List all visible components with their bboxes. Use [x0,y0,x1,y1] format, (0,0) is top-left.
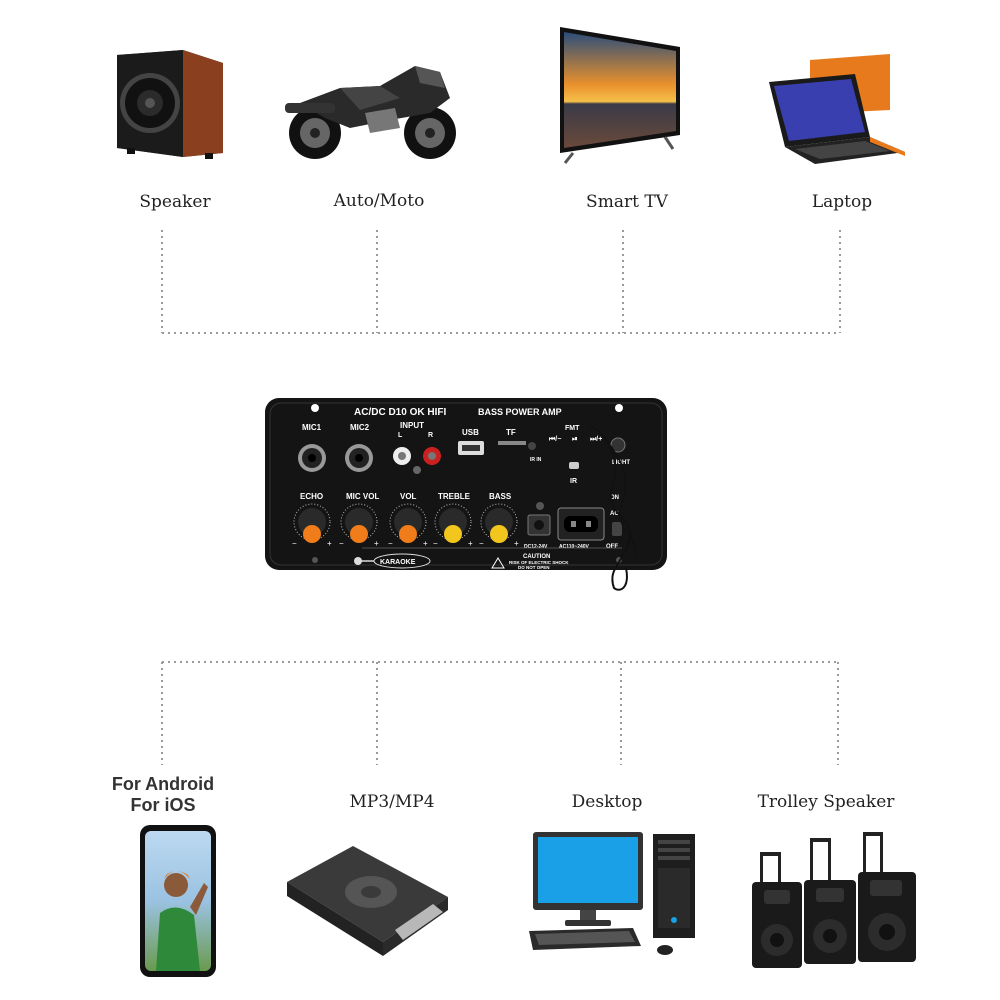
knob-label-echo: ECHO [300,492,323,501]
tf-label: TF [506,428,516,437]
knob-minus-mark: − [339,539,344,548]
desktop-computer-icon [529,832,695,955]
auto-moto-label: Auto/Moto [333,191,425,211]
speaker-icon [117,50,223,159]
knob-plus-mark: + [423,539,428,548]
knob-plus-mark: + [468,539,473,548]
trolley-speaker-icon [752,832,916,968]
knob-plus-mark: + [327,539,332,548]
knob-label-mic-vol: MIC VOL [346,492,379,501]
knob-group: −+−+−+−+−+ [292,503,519,548]
amp-title-left: AC/DC D10 OK HIFI [354,407,446,418]
dc-label: DC12-24V [524,544,548,550]
laptop-label: Laptop [811,192,873,212]
tv-icon [560,27,680,164]
usb-label: USB [462,428,479,437]
android-ios-label: For Android For iOS [112,774,214,816]
mp3-player-icon [287,846,448,956]
caution-label: CAUTION [523,554,550,560]
karaoke-badge [373,553,431,569]
ac-label: AC110~240V [559,544,590,550]
ios-label: For iOS [130,795,196,815]
tf-slot [498,441,526,445]
input-label: INPUT [400,421,424,430]
android-label: For Android [111,774,215,794]
motorcycle-icon [285,66,456,159]
knob-mic-vol[interactable]: −+ [339,503,379,548]
svg-text:⏯: ⏯ [572,436,578,443]
knob-echo[interactable]: −+ [292,503,332,548]
off-label: OFF [606,544,618,550]
knob-plus-mark: + [374,539,379,548]
input-l-label: L [398,432,403,439]
knob-minus-mark: − [433,539,438,548]
mic2-label: MIC2 [350,423,370,432]
on-label: ON [610,495,619,501]
knob-label-vol: VOL [400,492,417,501]
mic1-label: MIC1 [302,423,322,432]
knob-vol[interactable]: −+ [388,503,428,548]
knob-plus-mark: + [514,539,519,548]
laptop-icon [769,54,905,164]
ac-short-label: AC [610,511,619,517]
svg-text:⏮/−: ⏮/− [549,436,561,443]
karaoke-label: KARAOKE [380,559,416,566]
knob-label-bass: BASS [489,492,512,501]
mp3-mp4-label: MP3/MP4 [349,792,435,812]
amp-title-right: BASS POWER AMP [478,407,562,417]
smart-tv-label: Smart TV [586,192,668,212]
svg-text:⏭/+: ⏭/+ [590,436,602,443]
knob-minus-mark: − [292,539,297,548]
amplifier-board: AC/DC D10 OK HIFI BASS POWER AMP MIC1 MI… [265,398,667,591]
knob-minus-mark: − [388,539,393,548]
ir-in-label: IR IN [530,457,542,463]
caution-line1: RISK OF ELECTRIC SHOCK [509,560,569,565]
desktop-label: Desktop [571,792,643,812]
input-r-label: R [428,432,433,439]
knob-bass[interactable]: −+ [479,503,519,548]
ir-label: IR [570,478,577,485]
fmt-label: FMT [565,425,580,432]
knob-minus-mark: − [479,539,484,548]
caution-line2: DO NOT OPEN [518,565,550,570]
knob-treble[interactable]: −+ [433,503,473,548]
knob-label-treble: TREBLE [438,492,471,501]
smartphone-icon [140,825,216,977]
trolley-speaker-label: Trolley Speaker [757,792,895,812]
speaker-label: Speaker [139,192,211,212]
